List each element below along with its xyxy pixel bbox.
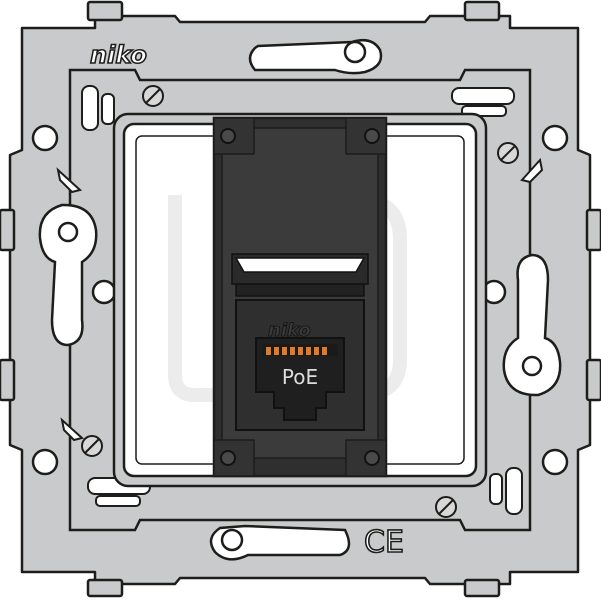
top-mounting-slot [248,39,383,75]
screw-icon [81,85,519,518]
frame-inner-rim [68,68,532,532]
right-keyhole-slot [502,253,562,397]
brand-logo: niko [90,41,147,69]
mounting-hole-icon [31,124,569,476]
contact-pins [266,347,327,355]
module-logo: niko [268,320,311,341]
ce-mark-icon: CE [364,525,404,560]
port-label: PoE [282,365,318,389]
bottom-mounting-slot [209,524,351,561]
port-shutter [231,253,369,297]
left-keyhole-slot [38,203,98,347]
frame-clips [81,85,523,515]
module-screw-icon [220,128,380,466]
arrow-marks [56,157,544,442]
